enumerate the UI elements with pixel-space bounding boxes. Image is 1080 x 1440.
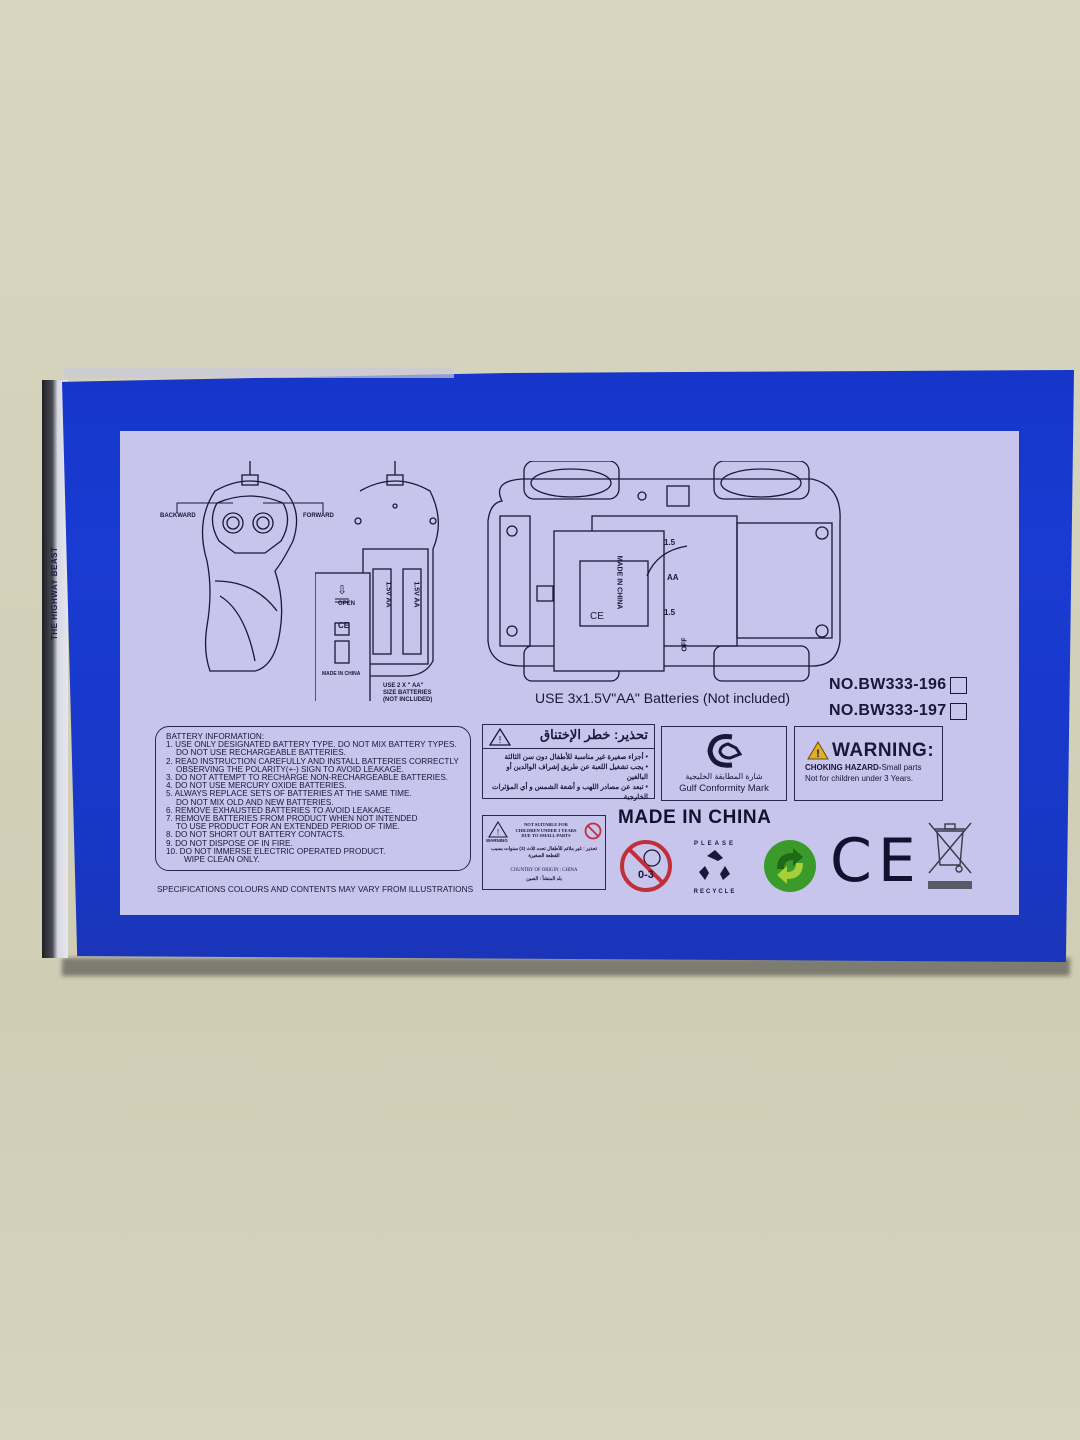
battery-info-line: DO NOT USE RECHARGEABLE BATTERIES. [176,748,346,758]
small-warning-label: WARNING [486,838,508,843]
remote-callout-lines [176,502,324,513]
car-ce-mark: CE [590,611,604,622]
green-dot-icon [764,840,816,892]
battery-info-line: 3. DO NOT ATTEMPT TO RECHARGE NON-RECHAR… [166,773,449,783]
warning-title: WARNING: [832,740,935,761]
svg-text:!: ! [499,735,502,746]
car-off-switch-label: OFF [681,637,689,652]
box-tear-strip [64,368,454,378]
model-197-checkbox[interactable] [950,702,968,720]
battery-info-line: 9. DO NOT DISPOSE OF IN FIRE. [166,838,293,848]
gulf-mark-arabic: شارة المطابقة الخليجية [685,772,763,781]
remote-battery-2: 1.5V AA [412,581,420,608]
battery-info-line: WIPE CLEAN ONLY. [184,855,260,865]
backward-label: BACKWARD [160,513,196,519]
cover-made-in-china: MADE IN CHINA [322,671,361,677]
small-warning-arabic: تحذير : غير ملائم للأطفال تحت ثلاث (3) س… [491,847,597,859]
battery-info-line: 5. ALWAYS REPLACE SETS OF BATTERIES AT T… [166,789,412,799]
model-196-checkbox[interactable] [950,676,968,694]
battery-info-title: BATTERY INFORMATION: [166,732,265,741]
battery-info-line: 2. READ INSTRUCTION CAREFULLY AND INSTAL… [166,756,459,766]
remote-back-illustration: ⇩ [315,461,439,701]
weee-bin-icon [928,822,972,889]
battery-info-line: 4. DO NOT USE MERCURY OXIDE BATTERIES. [166,781,347,791]
svg-text:0-3: 0-3 [638,869,654,881]
battery-information-box: BATTERY INFORMATION: 1. USE ONLY DESIGNA… [155,726,471,871]
small-warning-box: ! WARNING NOT SUITABLE FOR CHILDREN UNDE… [482,815,606,890]
car-battery-caption: USE 3x1.5V"AA" Batteries (Not included) [535,690,791,706]
car-battery-label-1: 1.5 [664,538,676,547]
cover-ce-mark: CE [338,621,350,630]
made-in-china-heading: MADE IN CHINA [618,807,772,828]
please-recycle-icon: PLEASE RECYCLE [694,841,737,895]
battery-info-line: 6. REMOVE EXHAUSTED BATTERIES TO AVOID L… [166,805,393,815]
remote-battery-note: USE 2 X " AA" SIZE BATTERIES (NOT INCLUD… [383,683,433,703]
cover-open-label: OPEN [338,601,356,607]
gulf-conformity-icon [707,734,743,768]
small-warning-triangle-icon: ! [488,821,508,838]
car-battery-label-3: 1.5 [664,608,676,617]
warning-yellow-triangle-icon: ! [807,741,829,760]
svg-text:RECYCLE: RECYCLE [694,889,737,895]
gulf-mark-english: Gulf Conformity Mark [679,783,769,794]
age-limit-line: Not for children under 3 Years. [805,774,914,783]
battery-info-line: OBSERVING THE POLARITY(+-) SIGN TO AVOID… [176,764,404,774]
choking-hazard-line: CHOKING HAZARD-Small parts [805,763,922,772]
svg-text:!: ! [816,748,820,760]
arabic-warning-title: تحذير: خطر الإختناق [539,727,648,742]
battery-info-line: TO USE PRODUCT FOR AN EXTENDED PERIOD OF… [176,822,400,832]
car-underside-illustration [487,461,841,682]
specifications-disclaimer: SPECIFICATIONS COLOURS AND CONTENTS MAY … [157,884,474,894]
svg-text:!: ! [497,828,499,837]
gulf-conformity-box: شارة المطابقة الخليجية Gulf Conformity M… [661,726,787,801]
small-warning-english: NOT SUITABLE FOR CHILDREN UNDER 3 YEARS … [515,822,577,838]
choking-warning-box: ! WARNING: CHOKING HAZARD-Small parts No… [794,726,943,801]
remote-front-illustration [201,461,298,672]
arabic-warning-box: ! تحذير: خطر الإختناق • أجزاء صغيرة غير … [482,724,655,801]
battery-info-line: DO NOT MIX OLD AND NEW BATTERIES. [176,797,334,807]
model-bw333-197[interactable]: NO.BW333-197 [829,702,968,720]
forward-label: FORWARD [303,513,334,519]
side-panel-text: THE HIGHWAY BEAST [50,546,59,640]
warning-triangle-icon: ! [489,728,511,746]
ce-mark-icon: CE [830,826,922,896]
country-of-origin: COUNTRY OF ORIGIN : CHINA [510,868,578,873]
country-of-origin-arabic: بلد المنشأ : الصين [526,877,562,882]
remote-battery-1: 1.5V AA [384,581,392,608]
no-small-children-icon [584,822,602,840]
model-bw333-196[interactable]: NO.BW333-196 [829,676,968,694]
car-made-in-china: MADE IN CHINA [615,555,623,610]
svg-text:⇩: ⇩ [337,583,347,597]
battery-info-line: 7. REMOVE BATTERIES FROM PRODUCT WHEN NO… [166,814,418,824]
battery-info-line: 8. DO NOT SHORT OUT BATTERY CONTACTS. [166,830,345,840]
svg-text:PLEASE: PLEASE [694,841,736,847]
box-side-panel [42,380,68,958]
battery-info-line: 1. USE ONLY DESIGNATED BATTERY TYPE. DO … [166,740,457,750]
battery-info-line: 10. DO NOT IMMERSE ELECTRIC OPERATED PRO… [166,846,386,856]
not-for-0-3-icon: 0-3 [620,840,672,892]
arabic-warning-lines: • أجزاء صغيرة غير مناسبة للأطفال دون سن … [492,754,648,801]
info-label: BACKWARD FORWARD ⇩ OPEN CE MADE IN CHINA… [120,431,1019,915]
car-battery-label-2: AA [667,573,679,582]
